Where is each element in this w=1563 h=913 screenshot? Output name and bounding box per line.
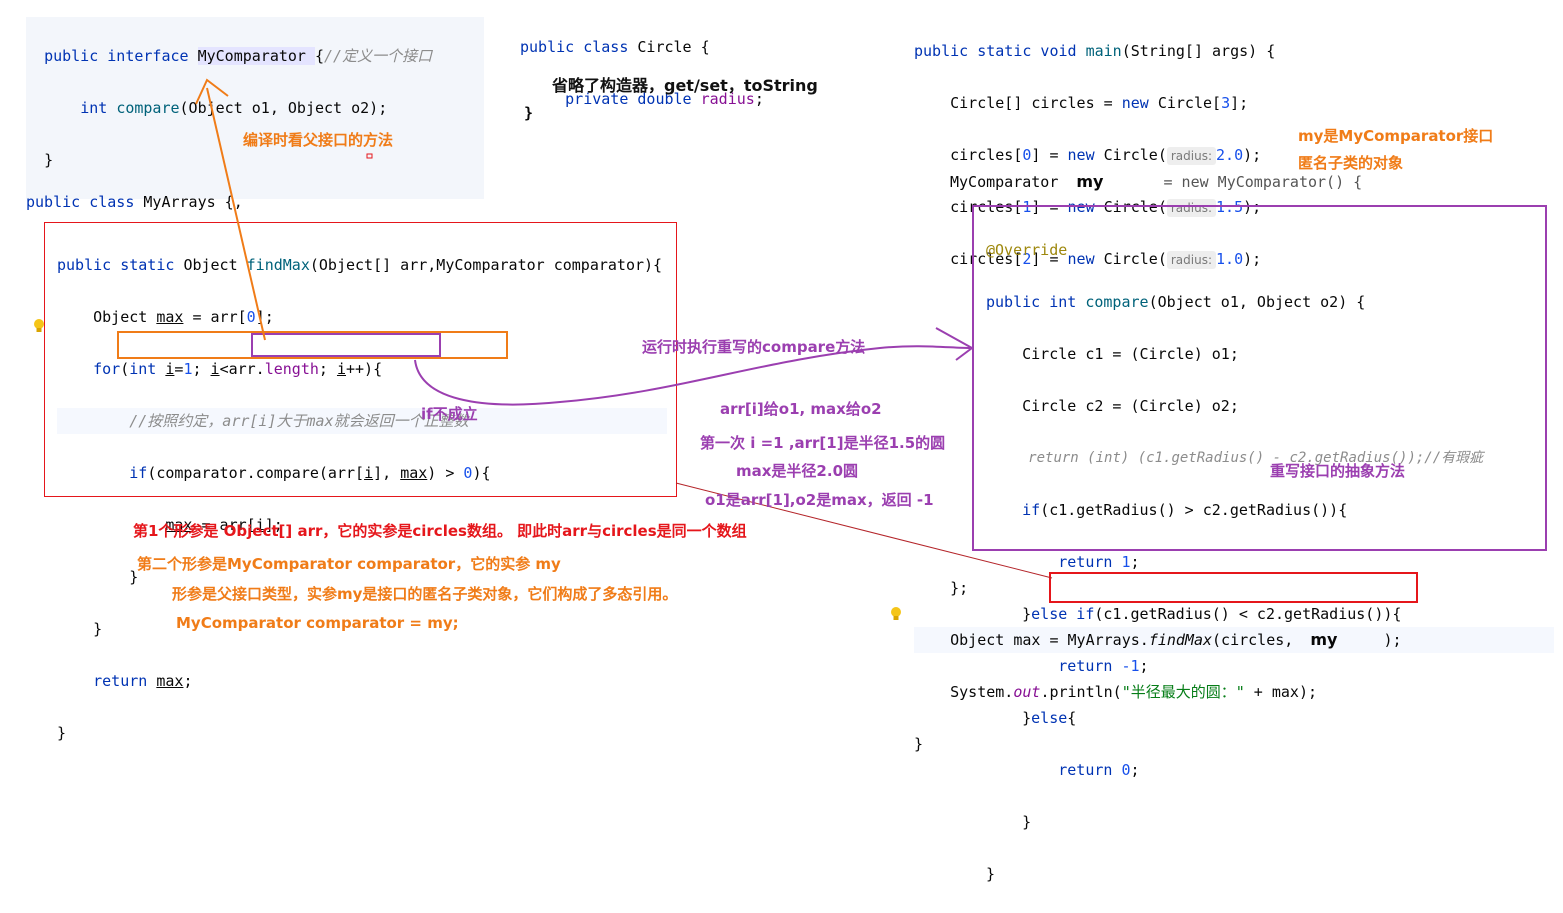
runtime-note: 运行时执行重写的compare方法 — [642, 338, 866, 356]
anon-line-return-m1: return -1; — [1058, 657, 1149, 675]
compile-time-arrowhead — [195, 78, 229, 105]
compile-time-arrow — [206, 87, 266, 341]
anon-line-commented: return (int) (c1.getRadius() - c2.getRad… — [1028, 450, 1484, 466]
arr-to-o1-note: arr[i]给o1, max给o2 — [720, 400, 882, 418]
override-note: 重写接口的抽象方法 — [1270, 462, 1406, 480]
main-line-close-anon: }; — [950, 579, 969, 597]
param3-note: 形参是父接口类型，实参my是接口的匿名子类对象，它们构成了多态引用。 — [172, 585, 678, 603]
main-line-findmax: Object max = MyArrays.findMax(circles, m… — [914, 627, 1554, 653]
if-false-note: if不成立 — [421, 405, 478, 423]
main-line-2: Circle[] circles = new Circle[3]; — [950, 94, 1249, 112]
interface-line-3: } — [44, 151, 54, 169]
my-variable: my — [1076, 172, 1104, 191]
anon-line-close-method: } — [986, 865, 996, 883]
findmax-code: public static Object findMax(Object[] ar… — [57, 226, 667, 772]
o1-o2-note: o1是arr[1],o2是max，返回 -1 — [705, 491, 934, 509]
anon-line-compare: public int compare(Object o1, Object o2)… — [986, 293, 1366, 311]
lightbulb-icon[interactable] — [33, 318, 45, 334]
param4-note: MyComparator comparator = my; — [176, 614, 459, 632]
anon-line-override: @Override — [986, 241, 1068, 259]
interface-line-1: public interface MyComparator {//定义一个接口 — [44, 47, 433, 65]
runtime-arrow — [414, 345, 971, 406]
first-iteration-note: 第一次 i =1 ,arr[1]是半径1.5的圆 — [700, 434, 946, 452]
param-hint: radius: — [1166, 251, 1217, 269]
interface-line-2: int compare(Object o1, Object o2); — [80, 99, 388, 117]
annotation-arrows — [195, 78, 1053, 579]
main-code: public static void main(String[] args) {… — [914, 12, 1275, 298]
compile-time-note: 编译时看父接口的方法 — [243, 131, 394, 149]
if-call-orange-box — [117, 331, 508, 359]
red-connector-line — [675, 482, 1053, 579]
anon-line-if: if(c1.getRadius() > c2.getRadius()){ — [1022, 501, 1348, 519]
findmax-method-box — [44, 222, 677, 497]
findmax-line-10: } — [57, 724, 67, 742]
anon-line-c2: Circle c2 = (Circle) o2; — [1022, 397, 1239, 415]
param-hint: radius: — [1166, 199, 1217, 217]
findmax-line-4: //按照约定，arr[i]大于max就会返回一个正整数 — [57, 408, 667, 434]
findmax-call-red-box — [1049, 572, 1418, 603]
anon-line-elseif: }else if(c1.getRadius() < c2.getRadius()… — [1022, 605, 1402, 623]
findmax-line-3: for(int i=1; i<arr.length; i++){ — [93, 360, 383, 378]
anon-line-close-if: } — [1022, 813, 1032, 831]
runtime-arrowhead — [935, 327, 974, 361]
main-line-circle-1: circles[1] = new Circle(radius:1.5); — [950, 198, 1262, 217]
small-red-marker — [366, 153, 373, 159]
findmax-line-9: return max; — [93, 672, 193, 690]
anon-line-c1: Circle c1 = (Circle) o1; — [1022, 345, 1239, 363]
circle-line-1: public class Circle { — [520, 38, 710, 56]
myarrays-header: public class MyArrays {, — [26, 193, 243, 211]
circle-code: public class Circle { private double rad… — [520, 8, 764, 138]
lightbulb-icon[interactable] — [890, 606, 902, 622]
compare-call-purple-box — [251, 333, 441, 357]
anonymous-class-purple-box — [972, 205, 1547, 551]
main-line-close: } — [914, 735, 924, 753]
interface-code: public interface MyComparator {//定义一个接口 … — [26, 17, 484, 199]
my-is-note: my是MyComparator接口 — [1298, 127, 1494, 145]
circle-close-brace: } — [524, 104, 534, 122]
findmax-line-6: max = arr[i]; — [165, 516, 283, 534]
my-argument: my — [1310, 630, 1338, 649]
anon-line-return-1: return 1; — [1058, 553, 1140, 571]
findmax-line-7: } — [129, 568, 139, 586]
main-line-circle-2: circles[2] = new Circle(radius:1.0); — [950, 250, 1262, 269]
param2-note: 第二个形参是MyComparator comparator，它的实参 my — [137, 555, 561, 573]
findmax-line-1: public static Object findMax(Object[] ar… — [57, 256, 663, 274]
circle-line-2: private double radius; — [565, 90, 764, 108]
main-line-1: public static void main(String[] args) { — [914, 42, 1276, 60]
anonymous-object-note: 匿名子类的对象 — [1298, 154, 1404, 172]
param1-note: 第1个形参是 Object[] arr，它的实参是circles数组。 即此时a… — [133, 522, 747, 540]
findmax-line-8: } — [93, 620, 103, 638]
circle-omitted-note: 省略了构造器，get/set，toString — [552, 76, 818, 95]
findmax-line-5: if(comparator.compare(arr[i], max) > 0){ — [129, 464, 491, 482]
max-is-note: max是半径2.0圆 — [736, 462, 858, 480]
param-hint: radius: — [1166, 147, 1217, 165]
main-line-circle-0: circles[0] = new Circle(radius:2.0); — [950, 146, 1262, 165]
